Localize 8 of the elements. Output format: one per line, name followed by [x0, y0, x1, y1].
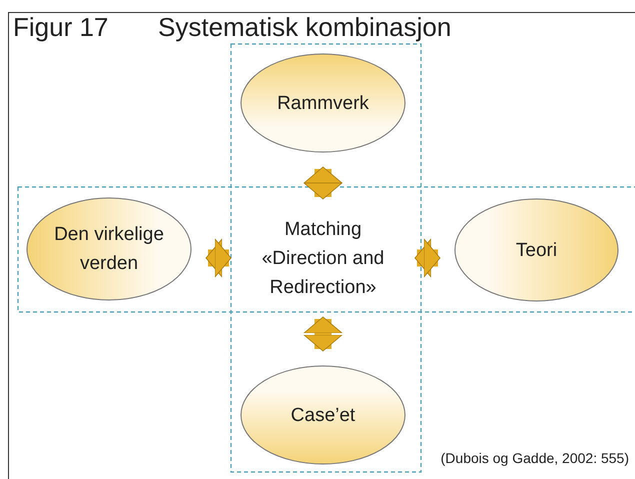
ellipse-label: Teori: [516, 238, 558, 262]
ellipse-label: Den virkelige verden: [53, 223, 165, 276]
ellipse-label: Case’et: [290, 404, 356, 428]
title: Systematisk kombinasjon: [158, 12, 452, 43]
citation: (Dubois og Gadde, 2002: 555): [440, 450, 629, 466]
ellipse-label: Rammverk: [277, 92, 369, 116]
center-text: Matching «Direction and Redirection»: [260, 218, 386, 300]
figure-number: Figur 17: [13, 12, 108, 43]
